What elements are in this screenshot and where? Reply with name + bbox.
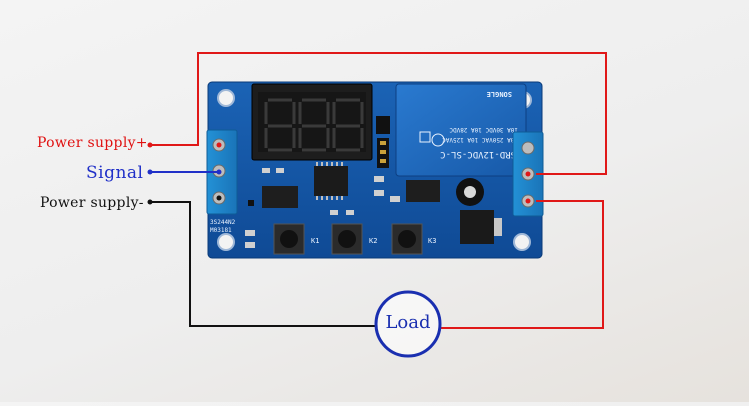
- jumper-header: [376, 116, 390, 168]
- load-label: Load: [385, 312, 431, 333]
- wire-dots: [147, 142, 531, 205]
- board-marks: 3S244N2 M03181: [210, 219, 236, 234]
- button-k3[interactable]: K3: [391, 223, 436, 255]
- svg-text:M03181: M03181: [210, 227, 232, 234]
- svg-text:3S244N2: 3S244N2: [210, 219, 236, 226]
- wire-negative-supply: [150, 201, 376, 327]
- power-supply-minus-label: Power supply-: [40, 195, 144, 211]
- button-k2-label: K2: [369, 237, 377, 245]
- relay-model: SRD-12VDC-SL-C: [440, 149, 516, 159]
- transistor: [460, 210, 502, 244]
- relay-rating-2: 10A 30VDC 10A 28VDC: [449, 126, 518, 133]
- relay: SRD-12VDC-SL-C 10A 250VAC 10A 125VAC 10A…: [395, 83, 527, 177]
- relay-brand: SONGLE: [487, 90, 512, 98]
- wire-load-return: [440, 200, 604, 329]
- seven-segment-display: [251, 83, 373, 161]
- capacitor: [456, 178, 484, 206]
- smd-components: [245, 168, 400, 248]
- relay-rating-1: 10A 250VAC 10A 125VAC: [442, 136, 518, 143]
- load-circle: [374, 290, 442, 358]
- optocoupler: [262, 180, 440, 208]
- button-k2[interactable]: K2: [331, 223, 377, 255]
- button-k1[interactable]: K1: [273, 223, 319, 255]
- wire-positive-supply: [150, 52, 607, 175]
- power-supply-plus-label: Power supply+: [37, 135, 148, 151]
- signal-label: Signal: [86, 163, 144, 183]
- button-k1-label: K1: [311, 237, 319, 245]
- input-terminal-block: [206, 129, 238, 215]
- ic-chip: [314, 162, 348, 200]
- button-k3-label: K3: [428, 237, 436, 245]
